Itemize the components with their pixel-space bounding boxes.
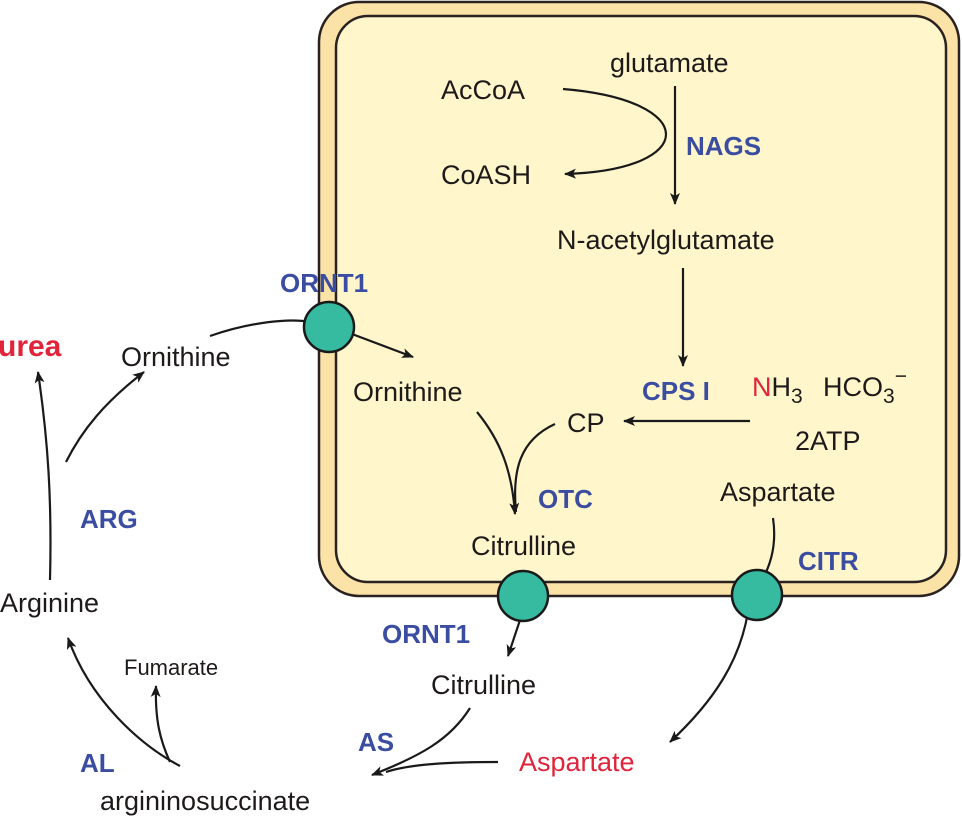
otc-enzyme-label: OTC — [538, 484, 593, 514]
citr-transporter — [730, 568, 784, 622]
arrow-as-to-arginine — [66, 637, 181, 767]
ornithine-matrix-label: Ornithine — [353, 377, 463, 407]
citrulline-cytosol-label: Citrulline — [431, 670, 536, 700]
coash-label: CoASH — [441, 160, 531, 190]
aspartate-cytosol-label: Aspartate — [519, 747, 635, 777]
arrow-citrulline-export — [506, 619, 522, 657]
ornithine-cytosol-label: Ornithine — [121, 342, 231, 372]
urea-label: urea — [0, 330, 62, 363]
aspartate-matrix-label: Aspartate — [720, 477, 836, 507]
nags-enzyme-label: NAGS — [686, 131, 761, 161]
carbamoyl-phosphate-label: CP — [567, 408, 605, 438]
citrulline-matrix-label: Citrulline — [471, 531, 576, 561]
ornt1-top-label: ORNT1 — [280, 268, 368, 298]
arrow-aspartate-to-as — [385, 760, 499, 774]
arrow-ornithine-into-matrix — [351, 332, 414, 359]
mitochondrion-inner-membrane — [334, 14, 948, 584]
arrow-citr-to-aspartate — [669, 611, 750, 743]
nh3-label: NH3 — [752, 372, 803, 408]
arrow-citrulline-to-as — [371, 707, 471, 777]
arrow-al-to-fumarate — [150, 685, 172, 763]
arrow-arginine-to-ornithine — [65, 371, 145, 463]
cps1-enzyme-label: CPS I — [642, 376, 710, 406]
as-enzyme-label: AS — [358, 727, 394, 757]
arrow-accoa-to-coash — [562, 87, 667, 179]
arrow-ornithine-to-citrulline — [476, 411, 520, 515]
ornt1-transporter-top — [302, 300, 356, 354]
citr-label: CITR — [798, 546, 859, 576]
arg-enzyme-label: ARG — [80, 504, 138, 534]
ornt1-transporter-bottom — [496, 569, 550, 623]
bicarbonate-label: HCO3− — [823, 365, 907, 408]
accoa-label: AcCoA — [441, 75, 525, 105]
ornt1-bottom-label: ORNT1 — [382, 619, 470, 649]
arrow-cp-to-citrulline — [513, 422, 556, 513]
n-acetylglutamate-label: N-acetylglutamate — [557, 225, 775, 255]
arrow-ornithine-import — [209, 319, 311, 338]
argininosuccinate-label: argininosuccinate — [100, 786, 310, 816]
glutamate-label: glutamate — [610, 48, 729, 78]
arrow-arginine-to-urea — [34, 371, 52, 581]
fumarate-label: Fumarate — [124, 655, 218, 680]
al-enzyme-label: AL — [80, 748, 115, 778]
atp-label: 2ATP — [795, 426, 861, 456]
arginine-label: Arginine — [0, 588, 99, 618]
